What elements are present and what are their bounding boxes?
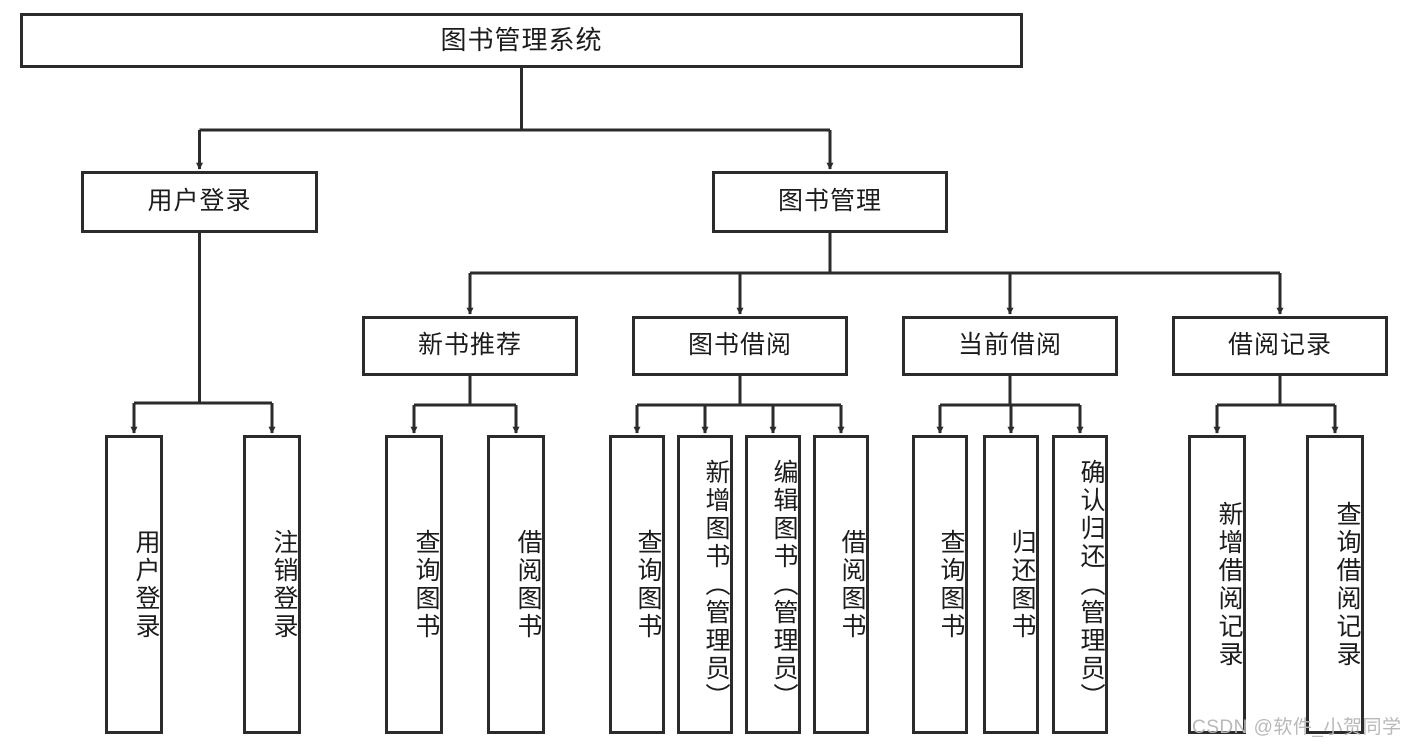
node-l_logout[interactable]: 注销登录: [243, 435, 301, 734]
node-label: 查询图书: [634, 528, 662, 641]
node-label: 注销登录: [270, 528, 298, 641]
node-label: 确认归还（管理员）: [1077, 458, 1105, 711]
node-label: 图书管理系统: [440, 25, 603, 56]
node-l_qbook1[interactable]: 查询图书: [385, 435, 443, 734]
node-l_addbook[interactable]: 新增图书（管理员）: [677, 435, 733, 734]
node-label: 图书管理: [777, 187, 882, 216]
node-label: 新书推荐: [417, 331, 522, 360]
node-login[interactable]: 用户登录: [81, 171, 318, 233]
watermark-label: CSDN @软件_小贺同学: [1192, 717, 1402, 738]
node-current[interactable]: 当前借阅: [902, 316, 1118, 376]
node-label: 借阅图书: [838, 528, 866, 641]
node-l_qrec[interactable]: 查询借阅记录: [1306, 435, 1364, 734]
node-label: 图书借阅: [687, 331, 792, 360]
node-label: 新增图书（管理员）: [702, 458, 730, 711]
node-l_qbook2[interactable]: 查询图书: [609, 435, 665, 734]
node-bookmgmt[interactable]: 图书管理: [712, 171, 948, 233]
node-label: 查询图书: [412, 528, 440, 641]
node-newbook[interactable]: 新书推荐: [362, 316, 578, 376]
node-borrow[interactable]: 图书借阅: [632, 316, 848, 376]
node-label: 编辑图书（管理员）: [770, 458, 798, 711]
node-l_return[interactable]: 归还图书: [983, 435, 1039, 734]
node-root[interactable]: 图书管理系统: [20, 13, 1023, 68]
node-l_confirm[interactable]: 确认归还（管理员）: [1052, 435, 1108, 734]
node-l_login[interactable]: 用户登录: [105, 435, 163, 734]
node-label: 借阅记录: [1227, 331, 1332, 360]
node-l_addrec[interactable]: 新增借阅记录: [1188, 435, 1246, 734]
node-label: 用户登录: [132, 528, 160, 641]
node-label: 借阅图书: [514, 528, 542, 641]
node-label: 查询借阅记录: [1333, 500, 1361, 669]
node-label: 归还图书: [1008, 528, 1036, 641]
node-label: 新增借阅记录: [1215, 500, 1243, 669]
node-l_qbook3[interactable]: 查询图书: [912, 435, 968, 734]
node-l_bbook2[interactable]: 借阅图书: [813, 435, 869, 734]
node-label: 当前借阅: [957, 331, 1062, 360]
node-records[interactable]: 借阅记录: [1172, 316, 1388, 376]
node-label: 用户登录: [147, 187, 252, 216]
node-label: 查询图书: [937, 528, 965, 641]
node-l_editbook[interactable]: 编辑图书（管理员）: [745, 435, 801, 734]
node-l_bbook1[interactable]: 借阅图书: [487, 435, 545, 734]
edge-paths: [130, 68, 1339, 434]
